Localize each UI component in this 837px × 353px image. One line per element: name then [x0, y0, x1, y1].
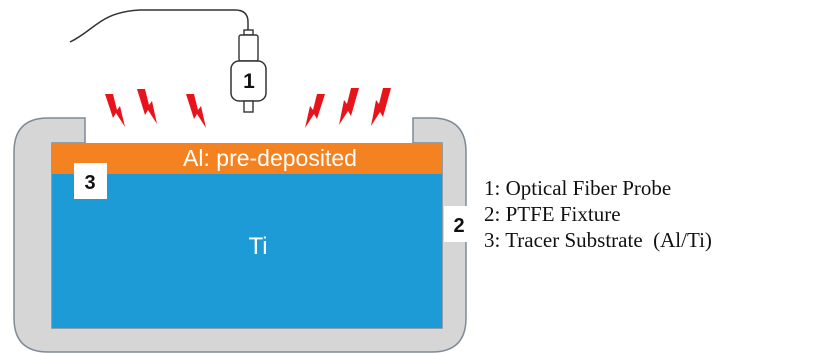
al-layer-label: Al: pre-deposited [183, 145, 357, 171]
fixture-label-box [444, 206, 475, 242]
ti-layer-label: Ti [248, 233, 267, 260]
lightning-bolt-icon [186, 94, 206, 128]
legend-item-substrate: 3: Tracer Substrate (Al/Ti) [484, 228, 712, 252]
probe-number: 1 [243, 70, 255, 93]
substrate-number: 3 [84, 172, 95, 194]
fixture-number: 2 [453, 215, 464, 237]
fiber-probe-icon [230, 29, 267, 113]
ptfe-fixture [13, 117, 467, 353]
fiber-cable [69, 9, 249, 43]
lightning-bolt-icon [137, 89, 157, 124]
legend-item-fixture: 2: PTFE Fixture [484, 202, 621, 226]
lightning-bolt-icon [305, 94, 325, 128]
al-layer [52, 143, 442, 174]
lightning-bolt-icon [371, 88, 391, 126]
lightning-bolt-icon [105, 94, 125, 127]
legend: 1: Optical Fiber Probe 2: PTFE Fixture 3… [484, 175, 712, 253]
legend-item-probe: 1: Optical Fiber Probe [484, 176, 672, 200]
substrate-label-box [74, 163, 107, 199]
lightning-bolt-icon [339, 88, 359, 125]
ti-layer [52, 174, 442, 328]
